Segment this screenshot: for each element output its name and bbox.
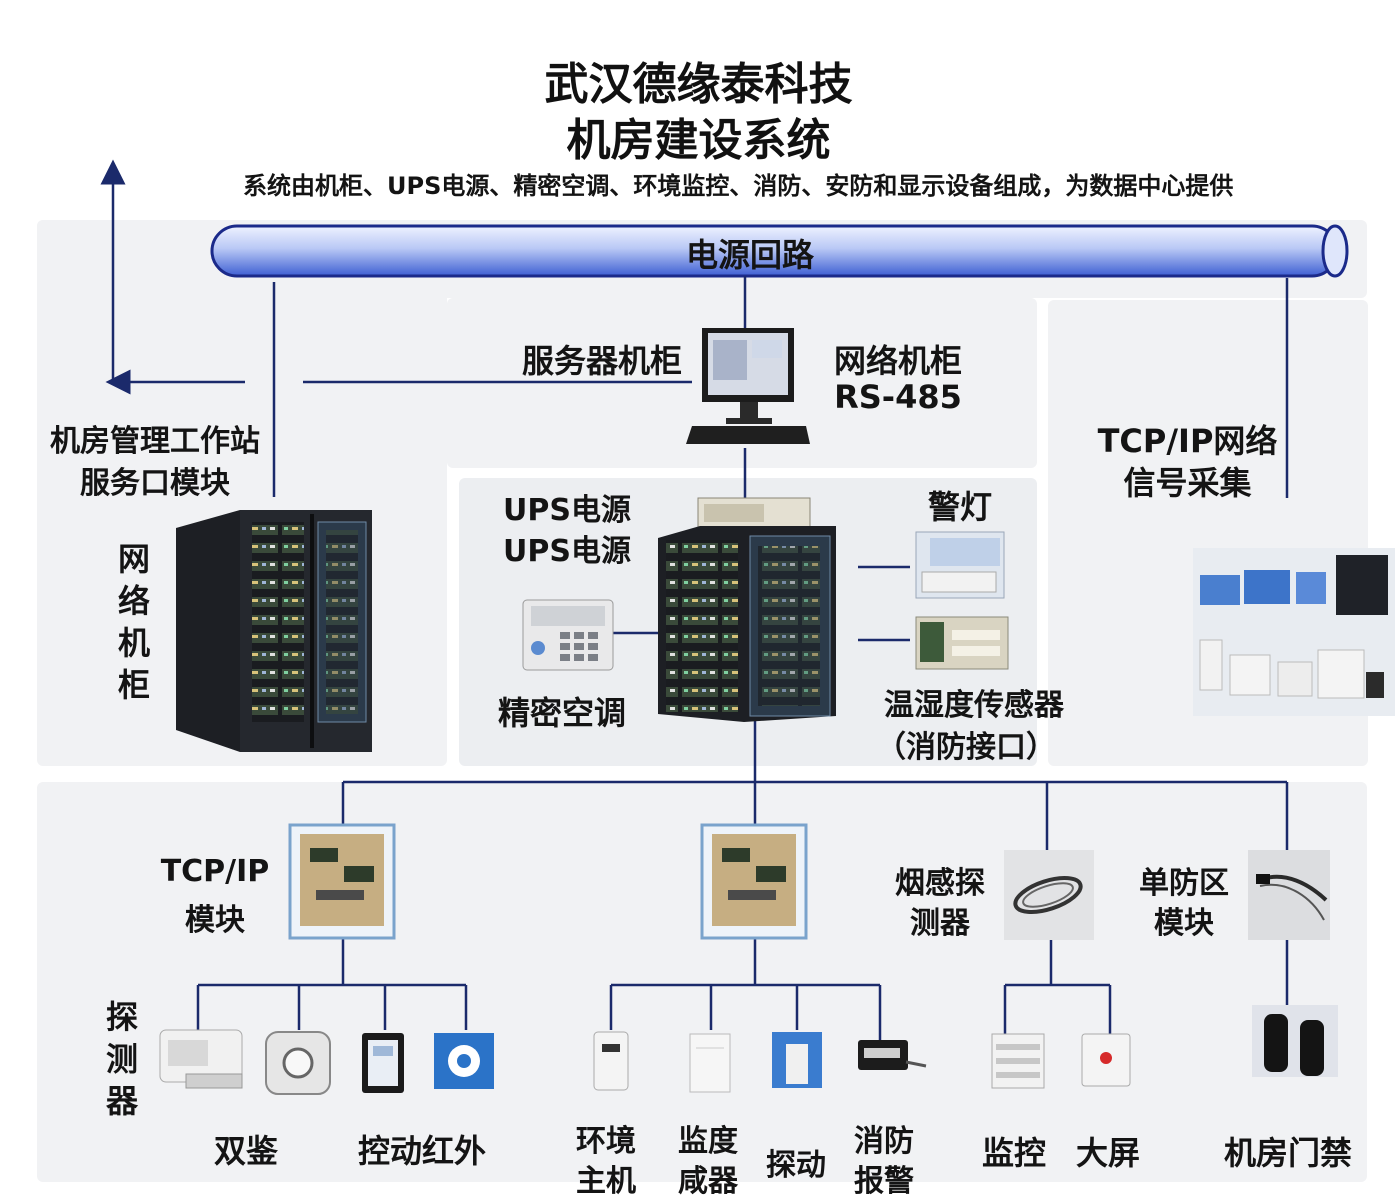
power-bus-label: 电源回路 [685, 236, 814, 274]
big-screen-label: 大屏 [1076, 1134, 1141, 1172]
single-zone-label-2: 模块 [1154, 906, 1214, 941]
monitor-sensor-device-icon [689, 1033, 731, 1093]
wires [100, 159, 1289, 1040]
tcpip-module-panel-icon [288, 823, 396, 940]
computer-monitor-icon [702, 328, 794, 424]
network-cabinet-label-1: 网络机柜 [833, 342, 962, 380]
ups-label-1: UPS电源 [503, 493, 631, 528]
subtitle: 系统由机柜、UPS电源、精密空调、环境监控、消防、安防和显示设备组成，为数据中心… [243, 172, 1234, 200]
access-control-sensors-icon [1252, 1005, 1338, 1077]
temp-sensor-label-1: 温湿度传感器 [884, 688, 1064, 723]
network-cabinet-label-2: RS-485 [834, 378, 962, 416]
power-bus-pipe [210, 224, 1349, 278]
vibration-label: 探动 [766, 1148, 826, 1183]
alarm-light-label: 警灯 [928, 488, 993, 526]
keyboard-icon [686, 426, 810, 444]
single-zone-module-icon [1248, 850, 1330, 940]
ir-control-label: 控动红外 [358, 1132, 487, 1170]
monitoring-device-icon [991, 1033, 1045, 1089]
ir-detector-icon [434, 1033, 494, 1089]
alarm-light-device-icon [915, 531, 1005, 599]
env-host-label-2: 主机 [576, 1164, 636, 1199]
workstation-label-1: 机房管理工作站 [50, 424, 260, 459]
server-cabinet-label: 服务器机柜 [522, 342, 683, 380]
dual-tech-label: 双鉴 [214, 1132, 279, 1170]
fire-alarm-device-icon [858, 1040, 927, 1070]
temperature-sensor-board-icon [915, 616, 1009, 670]
network-cabinet-vertical-label: 网 络 机 柜 [117, 540, 150, 704]
title-line-1: 武汉德缘泰科技 [544, 59, 853, 110]
environment-host-device-icon [593, 1031, 629, 1091]
title-line-2: 机房建设系统 [566, 115, 831, 166]
air-conditioner-panel-icon [522, 599, 614, 671]
vibration-sensor-icon [772, 1032, 822, 1088]
workstation-label-2: 服务口模块 [80, 466, 230, 501]
tcpip-module-label-1: TCP/IP [160, 854, 270, 889]
dual-tech-detector-icon [159, 1029, 243, 1089]
tcpip-signal-label-2: 信号采集 [1123, 464, 1252, 502]
smoke-detector-label-2: 测器 [910, 906, 970, 941]
tcpip-module-label-2: 模块 [185, 903, 245, 938]
precision-ac-label: 精密空调 [498, 694, 627, 732]
tcpip-signal-label-1: TCP/IP网络 [1097, 422, 1278, 460]
network-cabinet-icon [176, 510, 372, 752]
temp-sensor-label-2: （消防接口） [876, 730, 1056, 765]
smoke-detector-cable-icon [1004, 850, 1094, 940]
smoke-detector-label-1: 烟感探 [895, 866, 985, 901]
single-zone-label-1: 单防区 [1139, 866, 1229, 901]
big-screen-alarm-button-icon [1081, 1033, 1131, 1087]
monitor-sensor-label-2: 咸器 [678, 1164, 738, 1199]
detector-vertical-label: 探 测 器 [105, 998, 138, 1120]
environment-host-panel-icon [700, 823, 808, 940]
camera-detector-icon [265, 1031, 331, 1095]
ups-cabinet-icon [658, 497, 836, 722]
monitoring-label: 监控 [982, 1134, 1047, 1172]
ir-control-panel-icon [362, 1033, 404, 1093]
monitor-sensor-label-1: 监度 [678, 1124, 738, 1159]
fire-alarm-label-2: 报警 [854, 1164, 914, 1199]
access-control-label: 机房门禁 [1224, 1134, 1353, 1172]
fire-alarm-label-1: 消防 [854, 1124, 914, 1159]
env-host-label-1: 环境 [576, 1124, 636, 1159]
display-room-icon [1193, 548, 1395, 716]
ups-label-2: UPS电源 [503, 534, 631, 569]
